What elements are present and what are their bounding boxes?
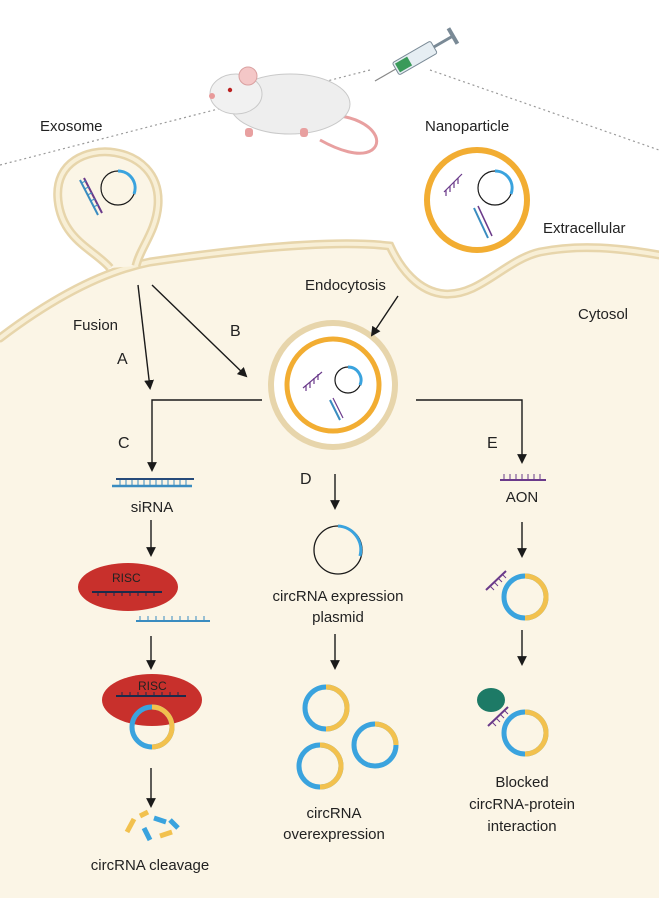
nanoparticle-label: Nanoparticle — [425, 118, 510, 135]
cytosol-label: Cytosol — [578, 306, 629, 323]
risc-complex-2 — [102, 674, 202, 750]
risc-label-1: RISC — [112, 571, 141, 585]
blocked-label-line1: Blocked — [495, 774, 549, 791]
aon-bound-circrna — [485, 570, 549, 621]
sirna-duplex — [112, 478, 194, 488]
passenger-strand — [136, 616, 210, 622]
nanoparticle — [424, 147, 530, 253]
syringe-illustration — [374, 27, 460, 82]
circrna-cleavage-label: circRNA cleavage — [90, 857, 210, 874]
pathway-e-label: E — [487, 435, 498, 452]
endosome — [268, 320, 398, 450]
risc-label-2: RISC — [138, 679, 167, 693]
fusion-label: Fusion — [73, 317, 119, 334]
arrows — [137, 284, 527, 808]
route-b-label: B — [230, 323, 241, 340]
sirna-label: siRNA — [130, 499, 174, 516]
mouse-illustration — [209, 66, 379, 155]
expression-plasmid — [313, 524, 363, 575]
extracellular-boundary — [0, 69, 659, 166]
risc-complex-1 — [78, 563, 178, 611]
pathway-d-label: D — [300, 471, 312, 488]
plasmid-label-line2: plasmid — [312, 609, 364, 626]
blocked-label-line2: circRNA-protein — [469, 796, 575, 813]
blocked-label-line3: interaction — [487, 818, 557, 835]
plasmid-label-line1: circRNA expression — [272, 588, 404, 605]
pathway-c-label: C — [118, 435, 130, 452]
aon-strand — [500, 474, 546, 481]
blocked-interaction — [477, 688, 549, 757]
cytosol-region — [0, 243, 659, 899]
aon-label: AON — [505, 489, 539, 506]
circrna-fragments — [124, 809, 180, 842]
route-a-label: A — [117, 351, 128, 368]
overexpressed-circrnas — [296, 684, 399, 790]
extracellular-label: Extracellular — [543, 220, 626, 237]
overexpression-label-line2: overexpression — [283, 826, 385, 843]
overexpression-label-line1: circRNA — [306, 805, 362, 822]
exosome — [53, 147, 163, 272]
endocytosis-label: Endocytosis — [305, 277, 386, 294]
exosome-label: Exosome — [40, 118, 103, 135]
